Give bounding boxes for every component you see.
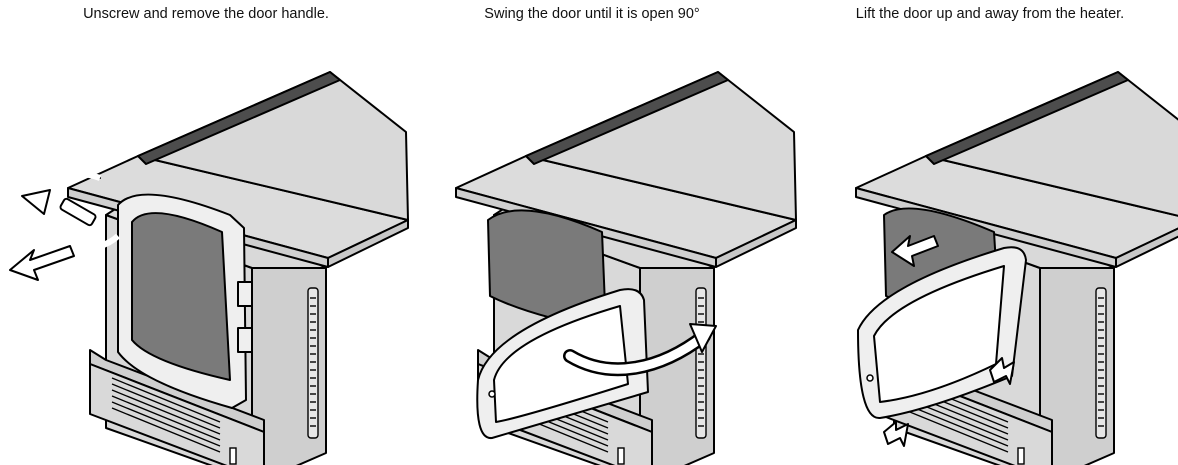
door-window (131, 212, 231, 381)
step-3-illustration (855, 71, 1178, 465)
lifted-door-glass (873, 265, 1005, 403)
lift-arrow-right (989, 357, 1015, 385)
step-3-caption: Lift the door up and away from the heate… (855, 6, 1125, 22)
hinge-bottom (237, 327, 253, 353)
step-2-caption: Swing the door until it is open 90° (484, 6, 700, 22)
hinge-top (237, 281, 253, 307)
handle-bolt (59, 197, 97, 227)
swung-door-glass (493, 305, 629, 423)
lift-arrow-bottom (883, 421, 909, 447)
step-2-illustration (455, 71, 797, 465)
step-1-illustration (9, 71, 409, 465)
away-arrow (891, 235, 939, 267)
swing-arrow (689, 323, 717, 353)
pull-arrow (9, 245, 75, 281)
step-1-caption: Unscrew and remove the door handle. (83, 6, 329, 22)
